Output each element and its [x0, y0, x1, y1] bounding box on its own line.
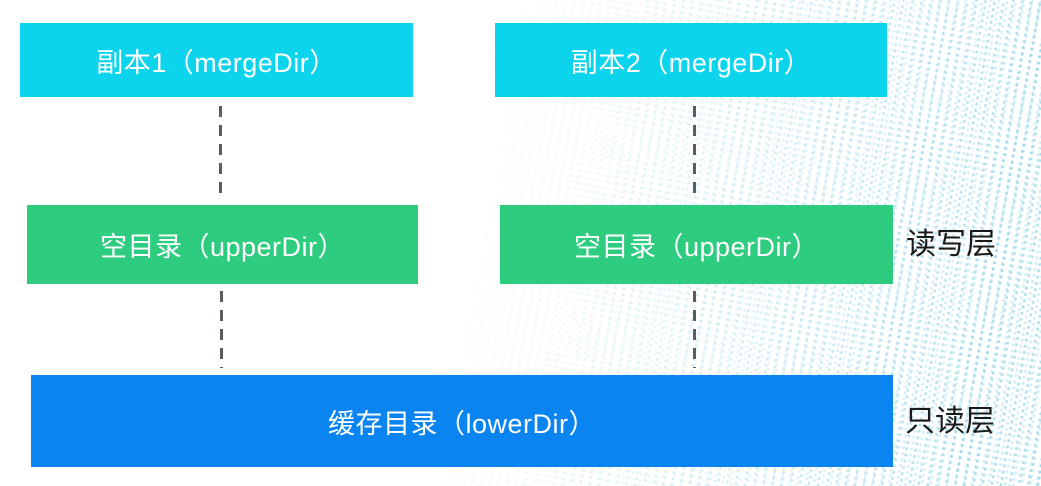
node-upperdir1: 空目录（upperDir） — [27, 205, 418, 284]
node-upperdir2: 空目录（upperDir） — [500, 205, 893, 284]
label-read-write-layer: 读写层 — [906, 228, 996, 261]
connector-replica1-to-upper1 — [219, 106, 222, 198]
node-lowerdir-cache: 缓存目录（lowerDir） — [31, 375, 893, 467]
connector-upper2-to-lower — [693, 291, 696, 368]
connector-upper1-to-lower — [220, 291, 223, 368]
node-replica2-mergedir: 副本2（mergeDir） — [495, 23, 887, 97]
connector-replica2-to-upper2 — [693, 106, 696, 198]
label-read-only-layer: 只读层 — [905, 405, 995, 438]
node-replica1-mergedir: 副本1（mergeDir） — [20, 23, 413, 97]
